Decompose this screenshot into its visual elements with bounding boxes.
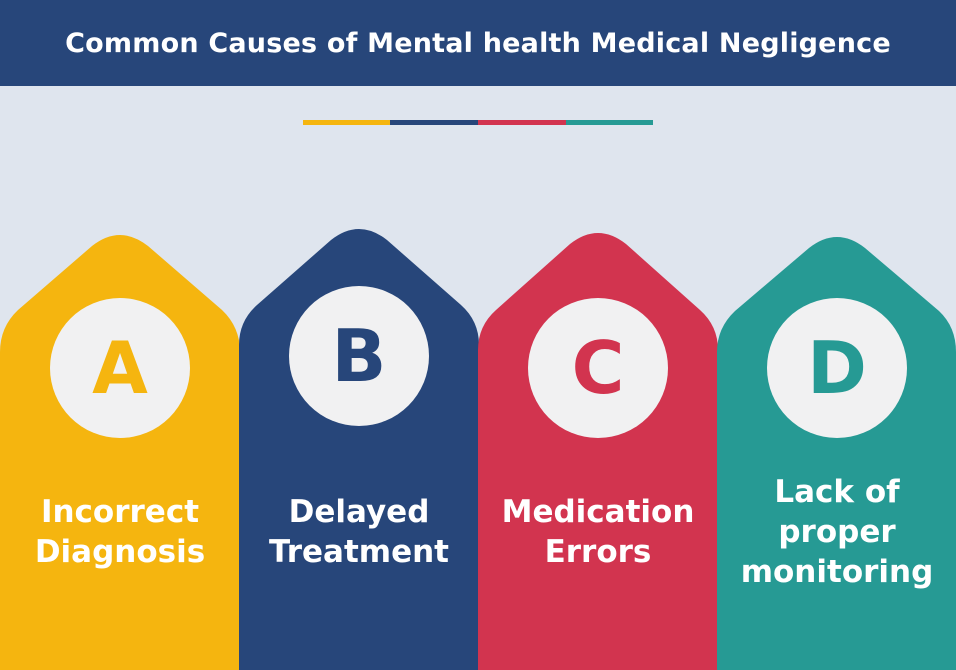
- letter-badge-b: B: [289, 286, 429, 426]
- card-label-d: Lack of proper monitoring: [721, 472, 953, 592]
- letter-badge-a: A: [50, 298, 190, 438]
- card-label-d-line-1: Lack of: [774, 474, 900, 510]
- divider-segment-1: [303, 120, 390, 125]
- letter-c: C: [571, 326, 625, 410]
- page-title: Common Causes of Mental health Medical N…: [65, 27, 891, 59]
- card-label-a-line-2: Diagnosis: [34, 534, 206, 570]
- card-label-a-line-1: Incorrect: [40, 494, 200, 530]
- card-label-c-line-1: Medication: [501, 494, 695, 530]
- divider-segment-3: [478, 120, 566, 125]
- card-label-a: Incorrect Diagnosis: [4, 492, 236, 572]
- card-label-c: Medication Errors: [482, 492, 714, 572]
- divider-segment-2: [390, 120, 478, 125]
- card-label-b: Delayed Treatment: [243, 492, 475, 572]
- card-label-b-line-2: Treatment: [268, 534, 449, 570]
- card-label-d-line-3: monitoring: [740, 554, 934, 590]
- divider-segment-4: [566, 120, 653, 125]
- card-label-c-line-2: Errors: [544, 534, 652, 570]
- header-bar: Common Causes of Mental health Medical N…: [0, 0, 956, 86]
- letter-a: A: [92, 326, 148, 410]
- letter-badge-d: D: [767, 298, 907, 438]
- letter-d: D: [807, 326, 867, 410]
- letter-badge-c: C: [528, 298, 668, 438]
- card-label-b-line-1: Delayed: [288, 494, 430, 530]
- card-label-d-line-2: proper: [778, 514, 896, 550]
- letter-b: B: [331, 314, 387, 398]
